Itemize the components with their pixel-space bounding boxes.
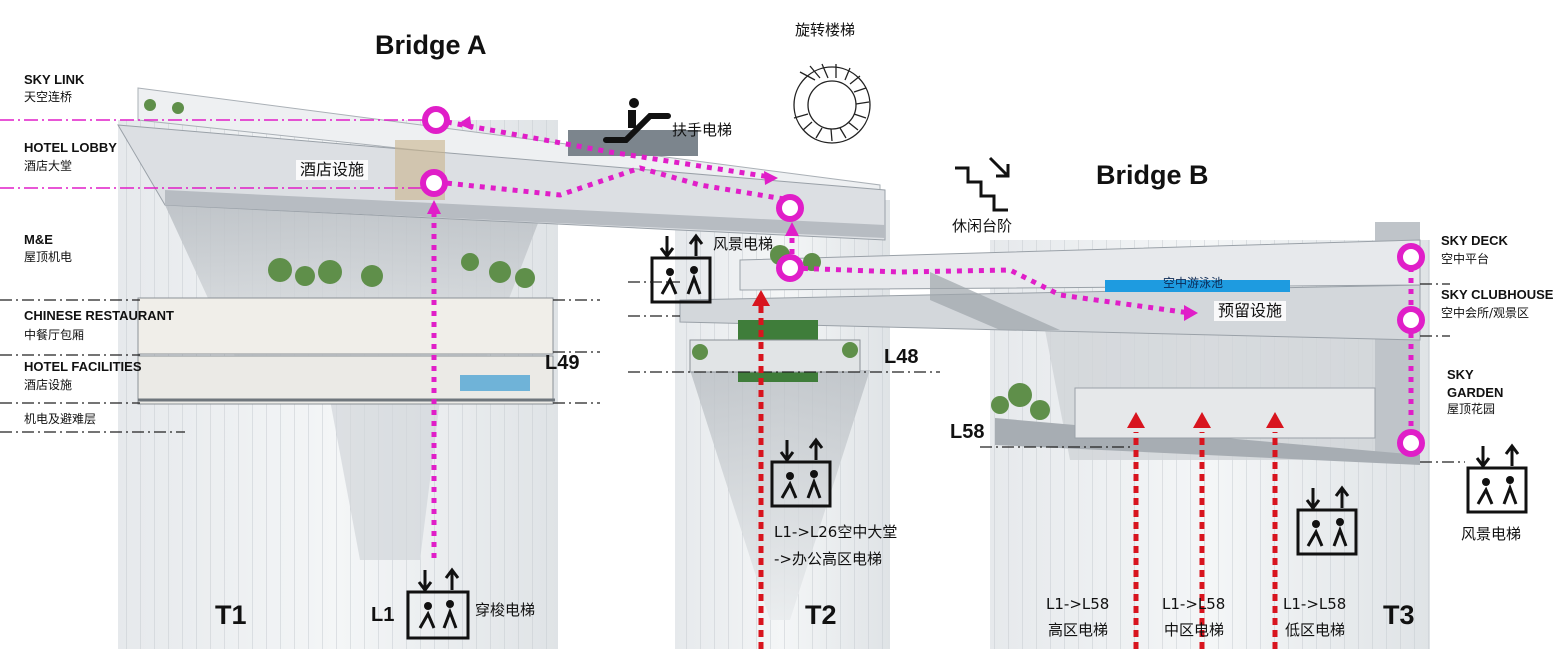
label-t2-elevator-line2: ->办公高区电梯 bbox=[774, 551, 882, 568]
t3-elevator-low-route: L1->L58 bbox=[1283, 596, 1346, 613]
t3-elevator-high-route: L1->L58 bbox=[1046, 596, 1109, 613]
label-leisure-steps: 休闲台阶 bbox=[952, 218, 1012, 235]
legend-chinese-restaurant-cn: 中餐厅包厢 bbox=[24, 329, 84, 343]
label-scenic-elevator-right: 风景电梯 bbox=[1461, 526, 1521, 543]
label-spiral-stair: 旋转楼梯 bbox=[795, 22, 855, 39]
label-shuttle-elevator: 穿梭电梯 bbox=[475, 602, 535, 619]
legend-sky-garden-cn: 屋顶花园 bbox=[1447, 403, 1495, 417]
label-sky-pool: 空中游泳池 bbox=[1163, 277, 1223, 291]
label-reserved-facilities: 预留设施 bbox=[1214, 301, 1286, 321]
t3-elevator-high-zone: 高区电梯 bbox=[1048, 622, 1108, 639]
legend-hotel-lobby-en: HOTEL LOBBY bbox=[24, 141, 117, 156]
legend-sky-deck-cn: 空中平台 bbox=[1441, 253, 1489, 267]
legend-sky-clubhouse-cn: 空中会所/观景区 bbox=[1441, 307, 1529, 321]
leisure-steps-icon bbox=[955, 158, 1008, 210]
bridge-a-title: Bridge A bbox=[375, 30, 487, 61]
t3-elevator-mid-zone: 中区电梯 bbox=[1164, 622, 1224, 639]
legend-chinese-restaurant-en: CHINESE RESTAURANT bbox=[24, 309, 174, 324]
level-l48: L48 bbox=[884, 346, 918, 369]
legend-me-en: M&E bbox=[24, 233, 53, 248]
legend-sky-garden-en: SKY GARDEN bbox=[1447, 366, 1507, 401]
legend-sky-deck-en: SKY DECK bbox=[1441, 234, 1508, 249]
level-l58: L58 bbox=[950, 421, 984, 444]
legend-hotel-lobby-cn: 酒店大堂 bbox=[24, 160, 72, 174]
t3-elevator-mid-route: L1->L58 bbox=[1162, 596, 1225, 613]
bridge-b-title: Bridge B bbox=[1096, 160, 1209, 191]
legend-hotel-facilities-cn: 酒店设施 bbox=[24, 379, 72, 393]
label-escalator: 扶手电梯 bbox=[672, 122, 732, 139]
legend-sky-link-cn: 天空连桥 bbox=[24, 91, 72, 105]
label-t2-elevator-line1: L1->L26空中大堂 bbox=[774, 524, 897, 541]
label-hotel-facilities: 酒店设施 bbox=[296, 160, 368, 180]
legend-mep-refuge-cn: 机电及避难层 bbox=[24, 413, 96, 427]
tower-t1-label: T1 bbox=[215, 600, 247, 631]
legend-hotel-facilities-en: HOTEL FACILITIES bbox=[24, 360, 142, 375]
level-l49: L49 bbox=[545, 352, 579, 375]
spiral-staircase-icon bbox=[794, 64, 870, 143]
elevator-icon-right-scenic bbox=[1468, 446, 1526, 512]
label-scenic-elevator: 风景电梯 bbox=[713, 236, 773, 253]
level-l1: L1 bbox=[371, 604, 394, 627]
tower-t2-label: T2 bbox=[805, 600, 837, 631]
legend-sky-link-en: SKY LINK bbox=[24, 73, 84, 88]
t3-elevator-low-zone: 低区电梯 bbox=[1285, 622, 1345, 639]
t1-hotel-floors bbox=[138, 298, 555, 404]
tower-t3-label: T3 bbox=[1383, 600, 1415, 631]
legend-sky-clubhouse-en: SKY CLUBHOUSE bbox=[1441, 288, 1553, 303]
legend-me-cn: 屋顶机电 bbox=[24, 251, 72, 265]
